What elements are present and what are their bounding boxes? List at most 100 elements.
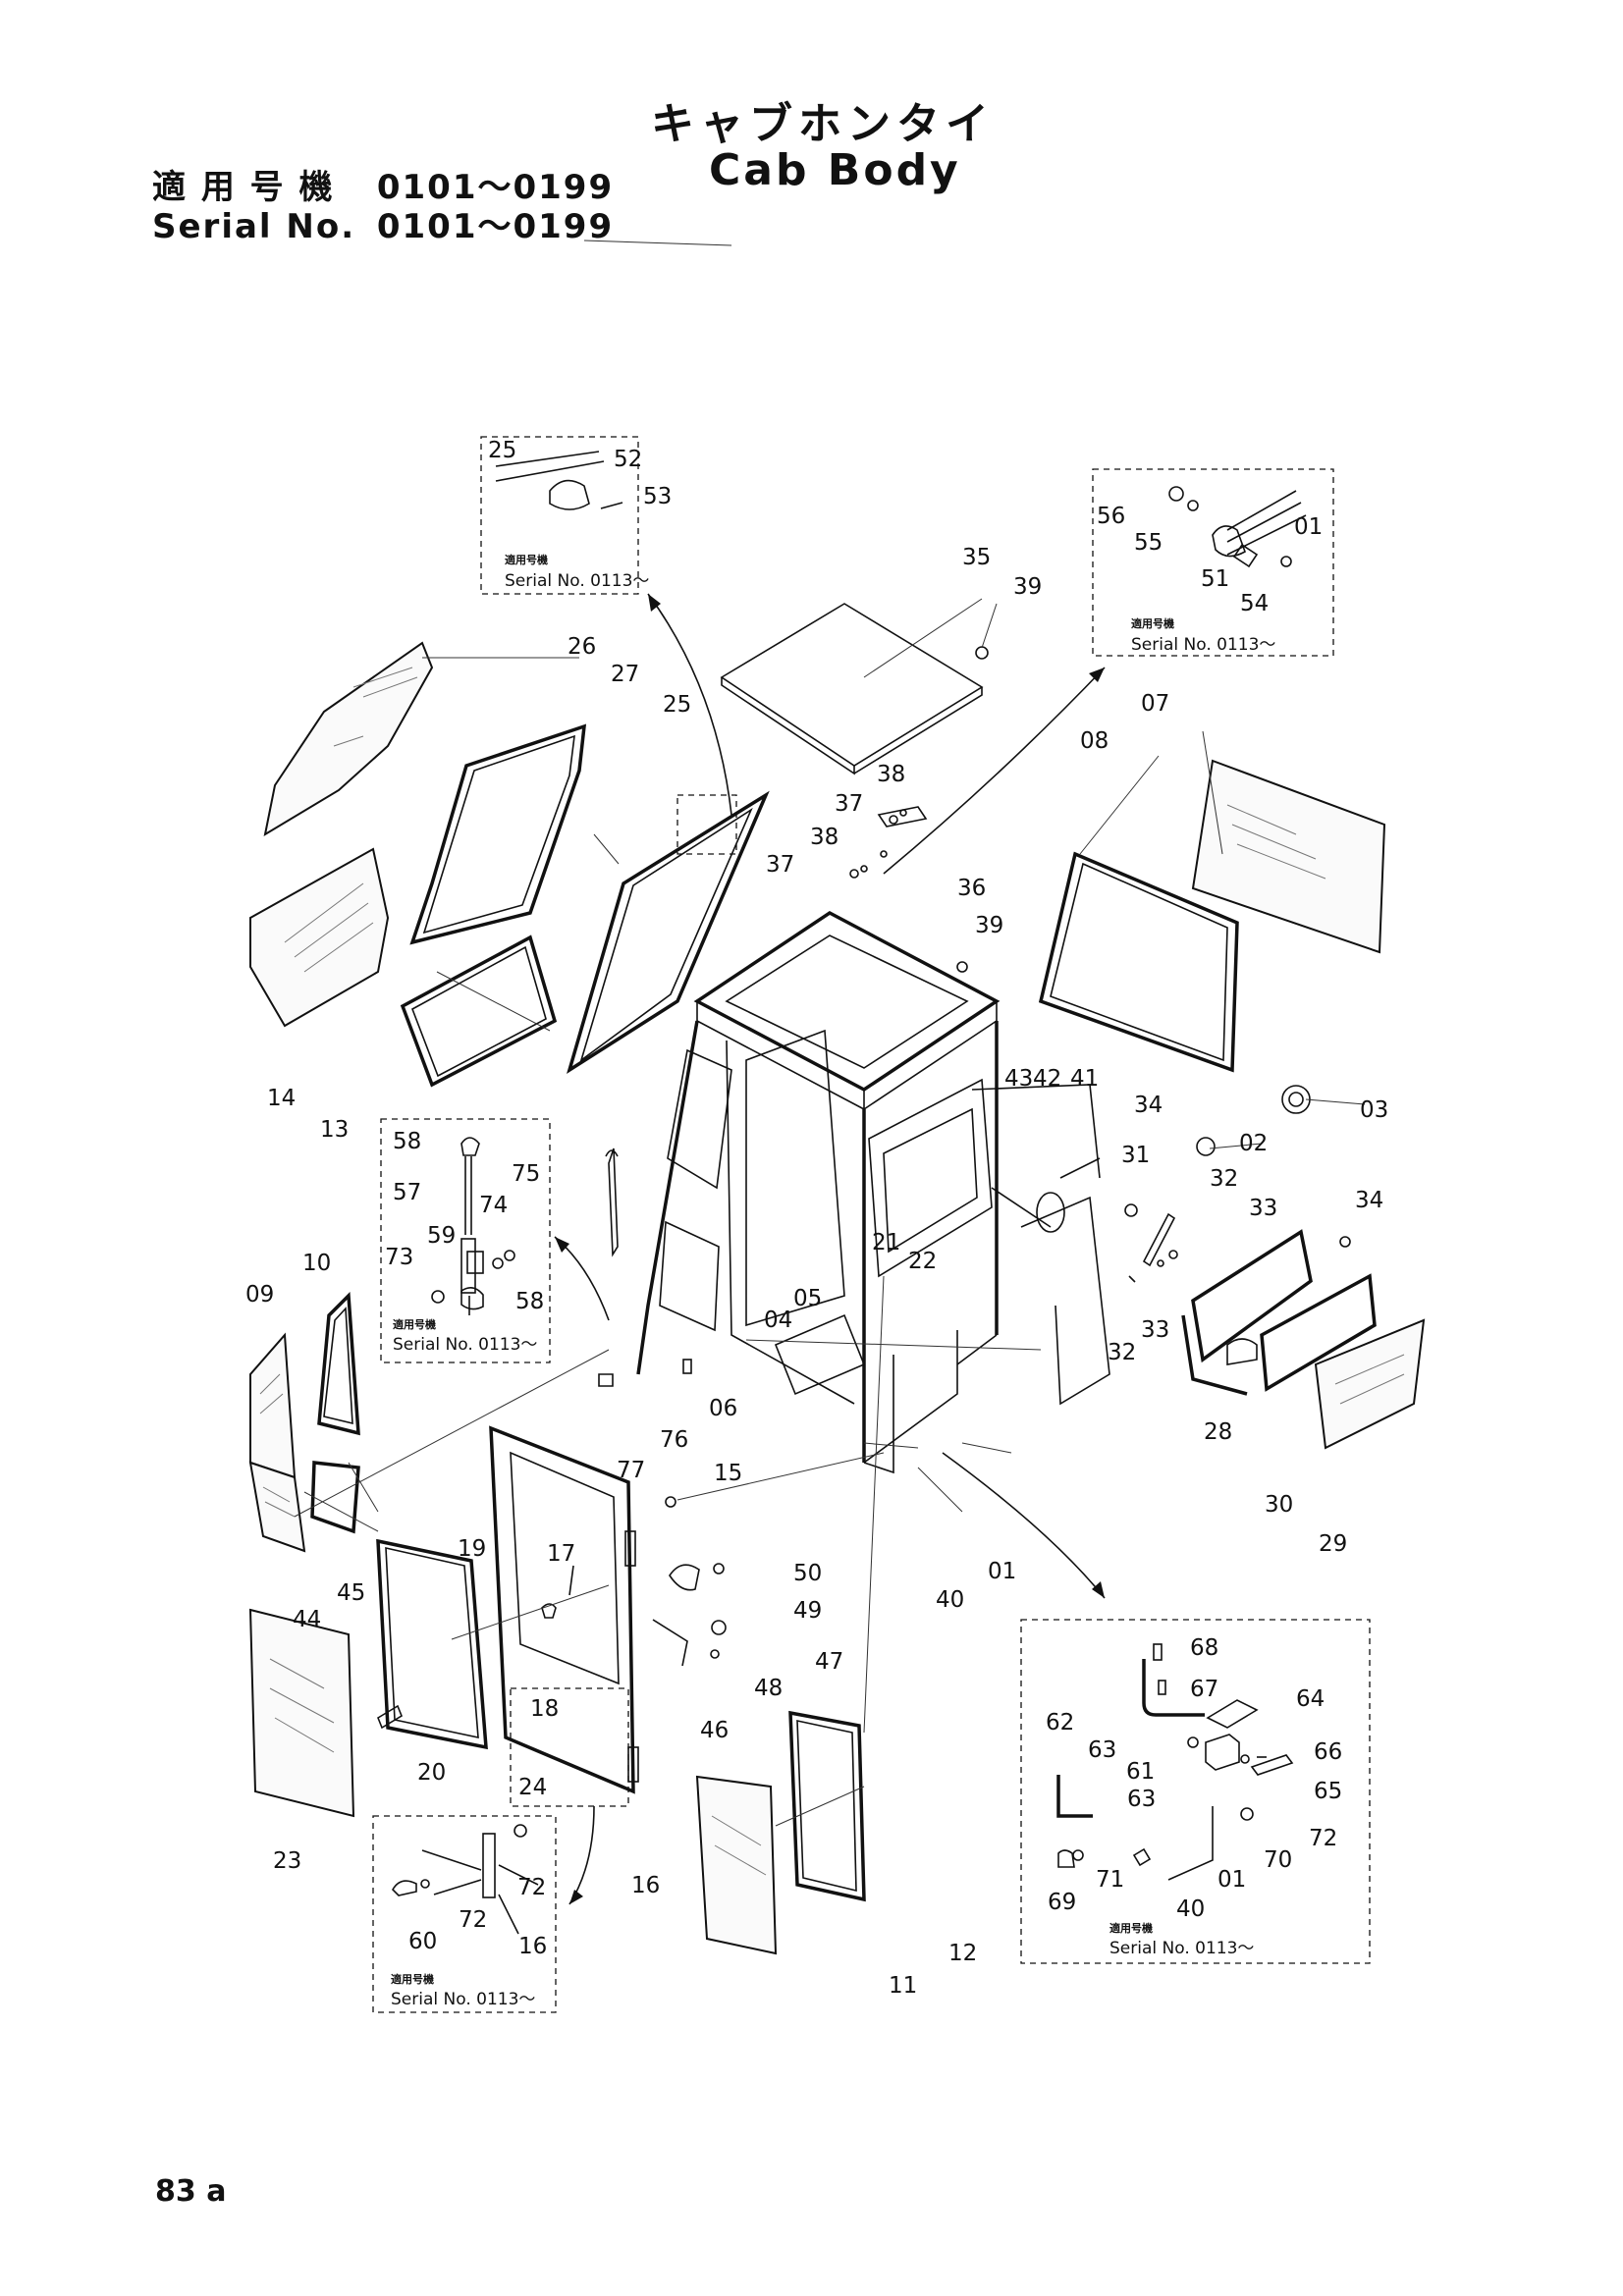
part-label-21: 21 — [872, 1230, 900, 1255]
part-label-66: 66 — [1314, 1739, 1342, 1765]
part-label-33: 33 — [1141, 1317, 1169, 1343]
part-label-01: 01 — [1294, 514, 1323, 540]
part-label-62: 62 — [1046, 1710, 1074, 1735]
serial-label-en: Serial No. — [152, 207, 356, 246]
part-label-39: 39 — [1013, 574, 1042, 600]
part-label-60: 60 — [408, 1929, 437, 1954]
part-label-69: 69 — [1048, 1890, 1076, 1915]
part-label-29: 29 — [1319, 1531, 1347, 1557]
part-label-77: 77 — [617, 1458, 645, 1483]
part-label-06: 06 — [709, 1396, 737, 1421]
part-label-40: 40 — [1176, 1896, 1205, 1922]
part-label-41: 41 — [1070, 1066, 1099, 1092]
part-label-25: 25 — [488, 438, 516, 463]
part-label-72: 72 — [459, 1907, 487, 1933]
leader-lines — [294, 240, 1366, 1827]
part-label-10: 10 — [302, 1251, 331, 1276]
part-label-27: 27 — [611, 662, 639, 687]
window-seal-45 — [310, 1461, 360, 1534]
inset-serial-text: Serial No. 0113～ — [393, 1335, 537, 1355]
part-label-30: 30 — [1265, 1492, 1293, 1518]
part-label-72: 72 — [1309, 1826, 1337, 1851]
inset-serial-text: Serial No. 0113～ — [1131, 635, 1275, 655]
part-label-40: 40 — [936, 1587, 964, 1613]
part-label-68: 68 — [1190, 1635, 1218, 1661]
window-glass-44 — [248, 1461, 306, 1553]
part-label-34: 34 — [1134, 1093, 1163, 1118]
part-label-15: 15 — [714, 1461, 742, 1486]
window-glass-07 — [1191, 759, 1386, 954]
part-label-58: 58 — [515, 1289, 544, 1314]
part-label-58: 58 — [393, 1129, 421, 1154]
part-label-39: 39 — [975, 913, 1003, 938]
part-label-73: 73 — [385, 1245, 413, 1270]
part-label-18: 18 — [530, 1696, 559, 1722]
window-seal-28 — [1181, 1229, 1313, 1396]
part-label-16: 16 — [518, 1934, 547, 1959]
pointer-arrows — [554, 593, 1106, 1905]
inset-serial-text: Serial No. 0113～ — [505, 571, 649, 591]
part-label-37: 37 — [835, 791, 863, 817]
part-label-63: 63 — [1088, 1737, 1116, 1763]
window-seal-30 — [1260, 1273, 1377, 1392]
part-label-52: 52 — [614, 447, 642, 472]
part-label-49: 49 — [793, 1598, 822, 1624]
window-glass-09 — [249, 1332, 297, 1479]
part-label-03: 03 — [1360, 1097, 1388, 1123]
window-seal-08 — [1038, 851, 1239, 1073]
part-label-08: 08 — [1080, 728, 1109, 754]
part-label-53: 53 — [643, 484, 672, 509]
window-seal-24 — [376, 1538, 488, 1750]
inset-serial-label-jp: 適用号機 — [1131, 616, 1174, 630]
part-label-22: 22 — [908, 1249, 937, 1274]
part-label-65: 65 — [1314, 1779, 1342, 1804]
part-label-32: 32 — [1210, 1166, 1238, 1192]
part-label-72: 72 — [517, 1875, 546, 1900]
part-label-01: 01 — [1217, 1867, 1246, 1893]
part-label-05: 05 — [793, 1286, 822, 1311]
part-label-24: 24 — [518, 1775, 547, 1800]
part-label-76: 76 — [660, 1427, 688, 1453]
part-label-75: 75 — [512, 1161, 540, 1187]
part-label-17: 17 — [547, 1541, 575, 1567]
part-label-07: 07 — [1141, 691, 1169, 717]
part-label-34: 34 — [1355, 1188, 1383, 1213]
page-title-jp: キャブホンタイ — [651, 99, 995, 149]
part-label-54: 54 — [1240, 591, 1269, 616]
part-label-37: 37 — [766, 852, 794, 878]
window-seal-27 — [409, 723, 587, 945]
part-label-47: 47 — [815, 1649, 843, 1675]
part-label-20: 20 — [417, 1760, 446, 1786]
floor-grate — [774, 1313, 866, 1396]
window-glass-14 — [249, 847, 390, 1028]
part-label-59: 59 — [427, 1223, 456, 1249]
door-frame-25 — [567, 790, 770, 1074]
window-glass-11 — [695, 1775, 778, 1955]
part-label-51: 51 — [1201, 566, 1229, 592]
window-seal-10 — [317, 1292, 360, 1436]
part-label-45: 45 — [337, 1580, 365, 1606]
inset-top-left: 適用号機 Serial No. 0113～ — [480, 436, 649, 595]
inset-serial-label-jp: 適用号機 — [1109, 1921, 1153, 1935]
page-title-en: Cab Body — [709, 145, 961, 195]
part-label-01: 01 — [988, 1559, 1016, 1584]
part-label-28: 28 — [1204, 1419, 1232, 1445]
window-glass-26 — [263, 641, 434, 837]
part-label-36: 36 — [957, 876, 986, 901]
part-label-14: 14 — [267, 1086, 296, 1111]
part-label-11: 11 — [889, 1973, 917, 1999]
serial-range: 0101～0199 — [376, 207, 615, 246]
window-seal-13 — [400, 934, 558, 1088]
part-label-55: 55 — [1134, 530, 1163, 556]
part-label-23: 23 — [273, 1848, 301, 1874]
part-labels: 25 52 53 56 55 01 51 54 35 39 26 27 25 0… — [245, 438, 1388, 1999]
part-label-35: 35 — [962, 545, 991, 570]
roof-panel — [720, 603, 989, 973]
serial-range: 0101～0199 — [376, 168, 615, 207]
window-seal-12 — [788, 1710, 866, 1902]
part-label-64: 64 — [1296, 1686, 1325, 1712]
inset-serial-text: Serial No. 0113～ — [1109, 1939, 1254, 1958]
part-label-26: 26 — [568, 634, 596, 660]
part-label-31: 31 — [1121, 1143, 1150, 1168]
